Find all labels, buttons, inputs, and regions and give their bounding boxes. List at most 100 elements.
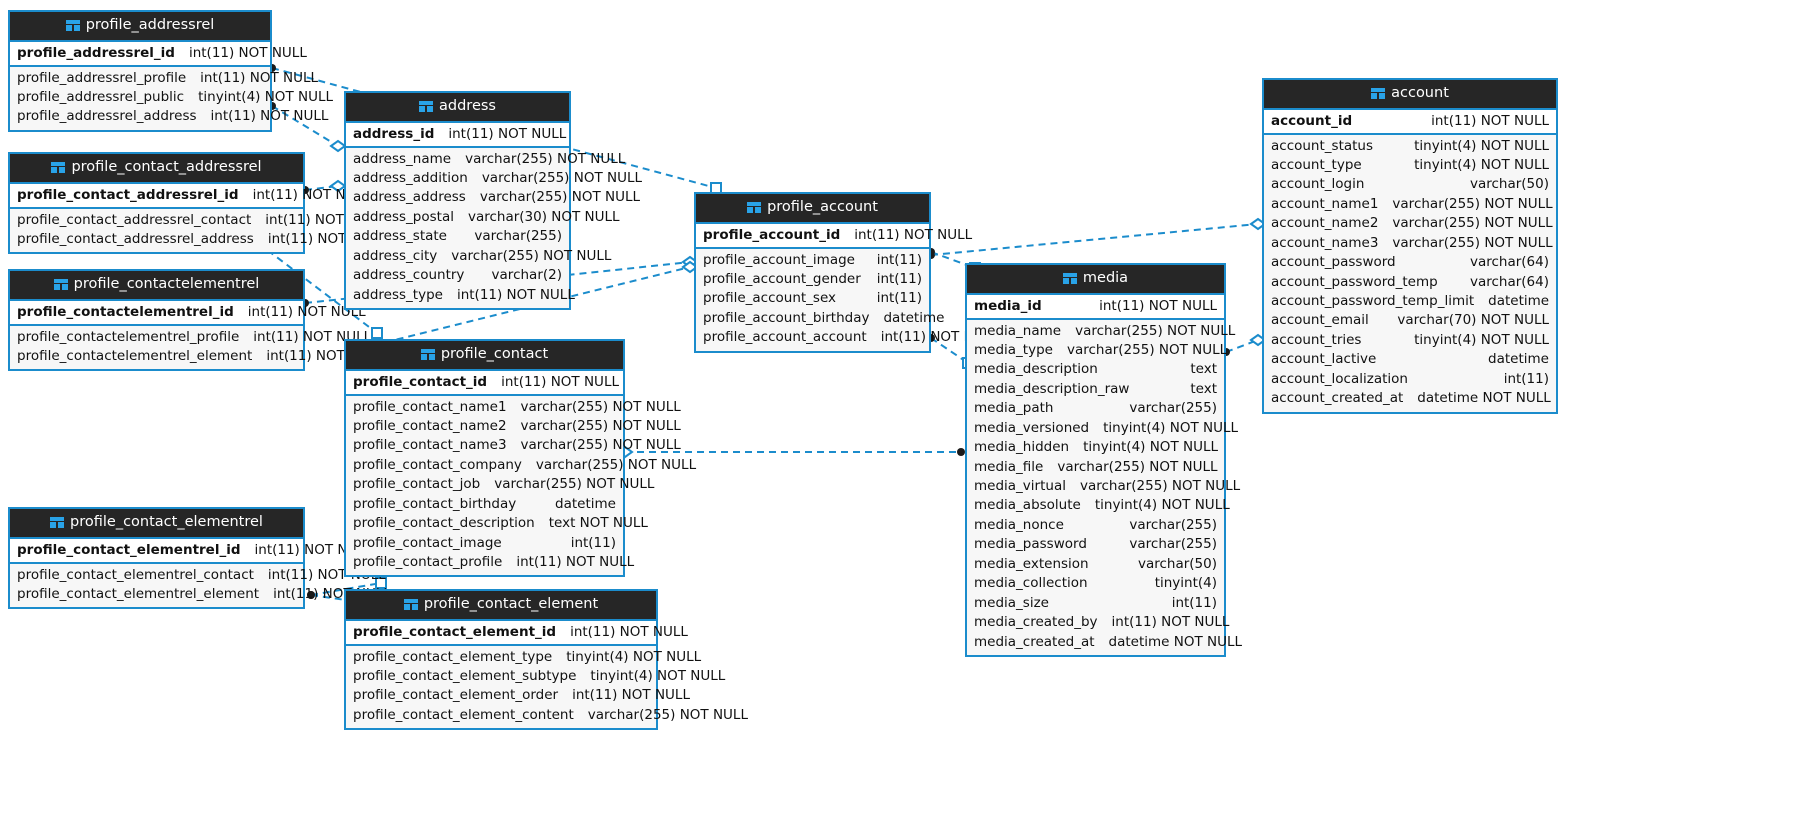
table-header[interactable]: account: [1264, 80, 1556, 110]
column-type: varchar(255): [1129, 536, 1217, 553]
column-name: profile_contact_elementrel_contact: [17, 566, 254, 583]
table-header[interactable]: profile_contact: [346, 341, 623, 371]
table-header[interactable]: media: [967, 265, 1224, 295]
table-header[interactable]: address: [346, 93, 569, 123]
column-name: account_tries: [1271, 331, 1362, 348]
table-header[interactable]: profile_contact_addressrel: [10, 154, 303, 184]
table-header[interactable]: profile_addressrel: [10, 12, 270, 42]
table-header[interactable]: profile_contact_elementrel: [10, 509, 303, 539]
table-header[interactable]: profile_account: [696, 194, 929, 224]
table-header[interactable]: profile_contactelementrel: [10, 271, 303, 301]
table-header[interactable]: profile_contact_element: [346, 591, 656, 621]
